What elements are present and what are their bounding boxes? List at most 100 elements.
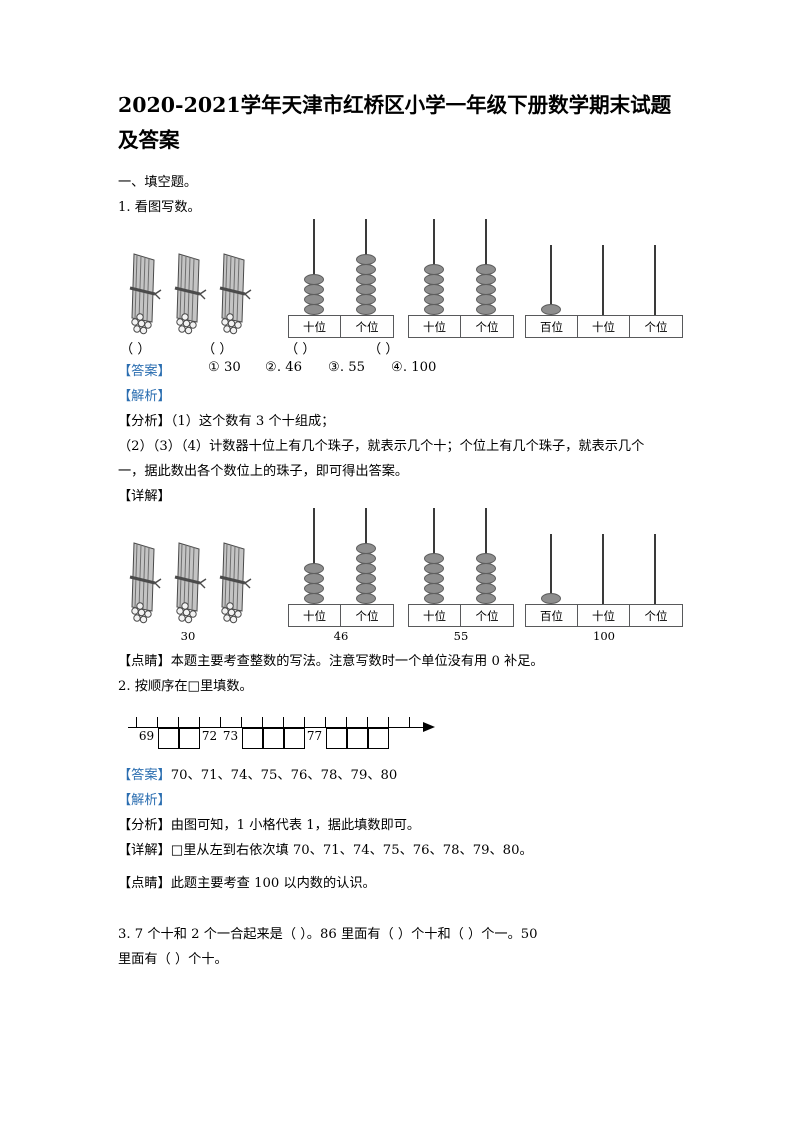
bead bbox=[304, 593, 324, 604]
bead bbox=[476, 563, 496, 574]
rod-tens bbox=[313, 219, 315, 315]
numberline-tick bbox=[325, 717, 327, 727]
place-value-base: 十位 个位 bbox=[288, 315, 394, 338]
stick-bundle-icon bbox=[129, 253, 162, 335]
question-1-insight: 【点睛】本题主要考查整数的写法。注意写数时一个单位没有用 0 补足。 bbox=[118, 654, 544, 669]
bead bbox=[304, 563, 324, 574]
numberline-input-box[interactable] bbox=[241, 728, 263, 749]
place-value-base: 十位 个位 bbox=[408, 604, 514, 627]
section-heading: 一、填空题。 bbox=[118, 175, 198, 190]
place-label-ones: 个位 bbox=[355, 608, 379, 623]
numberline-input-box[interactable] bbox=[325, 728, 347, 749]
counter-abacus-100: 百位 十位 个位 bbox=[525, 509, 683, 627]
bead bbox=[476, 274, 496, 285]
place-label-tens: 十位 bbox=[409, 316, 461, 337]
rod-hundreds bbox=[550, 534, 552, 604]
question-1-figure: 十位 个位 十位 个位 bbox=[118, 219, 684, 338]
bead bbox=[304, 274, 324, 285]
bead bbox=[424, 593, 444, 604]
counter-abacus-55: 十位 个位 bbox=[408, 219, 514, 338]
blank-3[interactable]: （ ） bbox=[285, 342, 316, 357]
answer-item-2: ②. 46 bbox=[265, 360, 302, 375]
numberline-tick bbox=[157, 717, 159, 727]
answer-text: 70、71、74、75、76、78、79、80 bbox=[170, 768, 398, 783]
numberline-tick bbox=[388, 717, 390, 727]
numberline-tick bbox=[409, 717, 411, 727]
place-label-ones: 个位 bbox=[475, 608, 499, 623]
blank-1[interactable]: （ ） bbox=[120, 342, 151, 357]
numberline-tick bbox=[178, 717, 180, 727]
numberline-input-box[interactable] bbox=[178, 728, 200, 749]
place-label-tens: 十位 bbox=[409, 605, 461, 626]
solution-caption-30: 30 bbox=[180, 629, 196, 643]
answer-label: 【答案】 bbox=[118, 768, 171, 783]
place-label-ones: 个位 bbox=[644, 608, 668, 623]
rod-ones bbox=[654, 534, 656, 604]
place-value-base: 百位 十位 个位 bbox=[525, 315, 683, 338]
bead bbox=[356, 593, 376, 604]
stick-bundle-icon bbox=[129, 542, 162, 624]
question-1-answer-row: 【答案】 ① 30 ②. 46 ③. 55 ④. 100 bbox=[118, 360, 684, 384]
numberline-tick bbox=[283, 717, 285, 727]
numberline-tick bbox=[367, 717, 369, 727]
bead bbox=[476, 264, 496, 275]
question-2-detail: 【详解】□里从左到右依次填 70、71、74、75、76、78、79、80。 bbox=[118, 843, 533, 858]
question-1-stem: 1. 看图写数。 bbox=[118, 200, 201, 215]
bead bbox=[424, 274, 444, 285]
numberline-tick bbox=[241, 717, 243, 727]
place-label-ones: 个位 bbox=[475, 319, 499, 334]
bead bbox=[356, 274, 376, 285]
bead bbox=[356, 254, 376, 265]
solution-caption-46: 46 bbox=[333, 629, 349, 643]
answer-item-4: ④. 100 bbox=[391, 360, 437, 375]
bead bbox=[424, 583, 444, 594]
bead bbox=[424, 563, 444, 574]
numberline-input-box[interactable] bbox=[367, 728, 389, 749]
numberline-label-72: 72 bbox=[201, 729, 218, 743]
bead bbox=[304, 573, 324, 584]
numberline-input-box[interactable] bbox=[346, 728, 368, 749]
bead bbox=[304, 284, 324, 295]
bead bbox=[356, 294, 376, 305]
bead bbox=[476, 573, 496, 584]
numberline-input-box[interactable] bbox=[262, 728, 284, 749]
bead bbox=[541, 593, 561, 604]
answer-item-3: ③. 55 bbox=[328, 360, 365, 375]
question-3-stem-line-2: 里面有（ ）个十。 bbox=[118, 952, 228, 967]
blank-2[interactable]: （ ） bbox=[202, 342, 233, 357]
bead bbox=[356, 284, 376, 295]
stick-bundles-group bbox=[124, 250, 256, 336]
bead bbox=[356, 553, 376, 564]
blank-4[interactable]: （ ） bbox=[368, 342, 399, 357]
bead bbox=[476, 583, 496, 594]
counter-abacus-46: 十位 个位 bbox=[288, 219, 394, 338]
question-3: 3. 7 个十和 2 个一合起来是（ ）。86 里面有（ ）个十和（ ）个一。5… bbox=[118, 922, 684, 972]
place-label-tens: 十位 bbox=[578, 605, 630, 626]
numberline-input-box[interactable] bbox=[283, 728, 305, 749]
question-2-insight: 【点睛】此题主要考查 100 以内数的认识。 bbox=[118, 876, 376, 891]
rod-tens bbox=[602, 534, 604, 604]
numberline-arrow-icon bbox=[423, 722, 435, 732]
bead bbox=[476, 593, 496, 604]
bead bbox=[304, 304, 324, 315]
bead bbox=[356, 583, 376, 594]
numberline-tick bbox=[262, 717, 264, 727]
numberline-axis bbox=[128, 727, 426, 729]
rod-tens bbox=[313, 508, 315, 604]
analysis-line-2: （2）（3）（4）计数器十位上有几个珠子，就表示几个十；个位上有几个珠子，就表示… bbox=[118, 439, 645, 454]
numberline-input-box[interactable] bbox=[157, 728, 179, 749]
bead bbox=[476, 553, 496, 564]
counter-abacus-46: 十位 个位 bbox=[288, 508, 394, 627]
analysis-line-1: 【分析】（1）这个数有 3 个十组成； bbox=[118, 414, 335, 429]
bead bbox=[476, 304, 496, 315]
document-content: 2020-2021学年天津市红桥区小学一年级下册数学期末试题及答案 一、填空题。… bbox=[118, 88, 684, 972]
bead bbox=[356, 573, 376, 584]
rod-ones bbox=[654, 245, 656, 315]
stick-bundle-icon bbox=[219, 542, 252, 624]
question-1-blanks: （ ） （ ） （ ） （ ） bbox=[118, 338, 684, 360]
bead bbox=[424, 573, 444, 584]
numberline-tick bbox=[199, 717, 201, 727]
numberline-label-73: 73 bbox=[222, 729, 239, 743]
answer-label: 【答案】 bbox=[118, 364, 171, 379]
solution-caption-100: 100 bbox=[593, 629, 615, 643]
